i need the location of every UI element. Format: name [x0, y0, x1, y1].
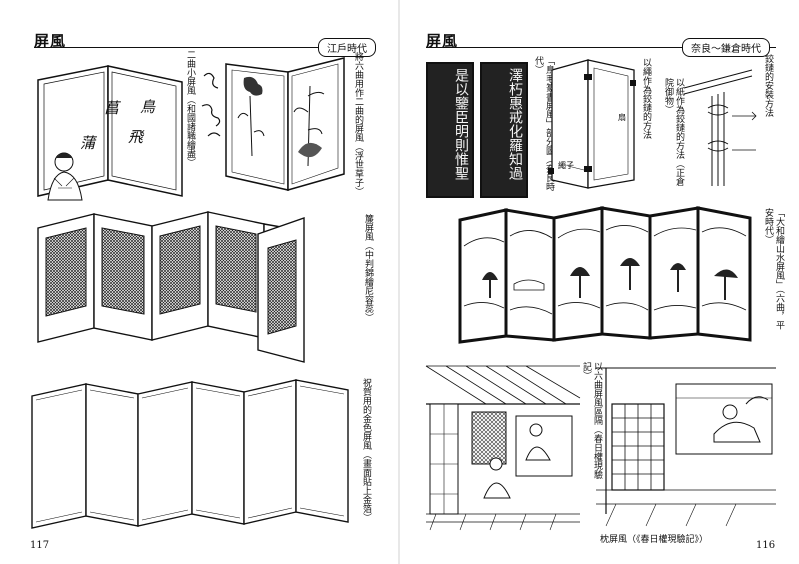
tree-icon: [482, 258, 738, 300]
caption-six-panel: 將六曲用作二曲的屏風（浮世草子）: [353, 52, 363, 196]
seated-figure-icon: [483, 423, 551, 499]
landscape-screen-illustration: [458, 206, 752, 344]
two-panel-screen-illustration: [37, 65, 183, 201]
caption-two-panel: 二曲小屏風（和國諸職繪盡）: [185, 50, 195, 167]
inscription-panel-right: 澤朽惠戒化羅知過: [480, 62, 528, 198]
caption-paper-hinge: 以紙作為鉸鏈的方法（正倉院御物）: [663, 78, 684, 186]
reclining-figure-icon: [713, 396, 769, 443]
left-page: 屏風 江戶時代 菖 蒲 鳥 飛 二曲小屏風（和國諸職繪盡）: [0, 0, 399, 564]
label-rope: 繩子: [558, 161, 574, 170]
book-gutter: [398, 0, 400, 564]
calligraphy-left-2: 蒲: [80, 134, 96, 152]
page-title: 屏風: [426, 32, 459, 50]
room-scene-right-illustration: [596, 367, 776, 527]
kneeling-person-icon: [47, 152, 83, 201]
decoration-swirl-icon: [201, 72, 221, 137]
caption-lattice: 簾屏風（中判錦繪尼容蕊）: [363, 214, 373, 322]
plant-painting-icon: [293, 85, 325, 167]
era-badge: 江戶時代: [318, 38, 376, 57]
lattice-screen-illustration: [37, 211, 305, 363]
header-rule: [426, 47, 776, 48]
hinge-icon: [548, 74, 636, 174]
era-badge: 奈良～鎌倉時代: [682, 38, 770, 57]
caption-scene-left: 以六曲屏風區隔（春日權現驗記）: [581, 362, 602, 479]
label-panel: 扇: [618, 113, 626, 122]
inscription-panel-left: 是以鑒臣明則惟聖: [426, 62, 474, 198]
six-as-two-screen-illustration: [201, 57, 345, 191]
page-number: 117: [30, 540, 50, 551]
landscape-mountains-icon: [463, 225, 747, 315]
page-number: 116: [756, 540, 776, 551]
caption-hinge-methods: 鉸鏈的安裝方法: [763, 54, 773, 117]
right-page: 屏風 奈良～鎌倉時代 是以鑒臣明則惟聖 澤朽惠戒化羅知過 「鳥毛篆書屏風」部分圖…: [400, 0, 799, 564]
house-icon: [513, 279, 545, 291]
hinge-detail-illustration: [683, 69, 757, 186]
room-scene-left-illustration: [425, 365, 581, 531]
page-title: 屏風: [34, 32, 67, 50]
gold-screen-illustration: [31, 379, 349, 529]
caption-rope-hinge: 以繩作為鉸鏈的方法: [641, 58, 651, 139]
caption-landscape: 「大和繪山水屏風」（六曲，平安時代）: [763, 208, 784, 330]
header-rule: [34, 47, 376, 48]
calligraphy-right: 鳥: [140, 98, 156, 116]
hinge-screen-illustration: [548, 59, 636, 189]
calligraphy-left: 菖: [104, 99, 120, 117]
caption-scene-right: 枕屏風（《春日權現驗記》）: [600, 535, 709, 545]
caption-gold: 祝賀用的金色屏風（畫面貼上金箔）: [361, 378, 371, 522]
caption-inscription: 「鳥毛篆書屏風」部分圖（奈良時代）: [533, 56, 554, 191]
bird-painting-icon: [237, 76, 265, 157]
calligraphy-right-2: 飛: [128, 128, 144, 146]
